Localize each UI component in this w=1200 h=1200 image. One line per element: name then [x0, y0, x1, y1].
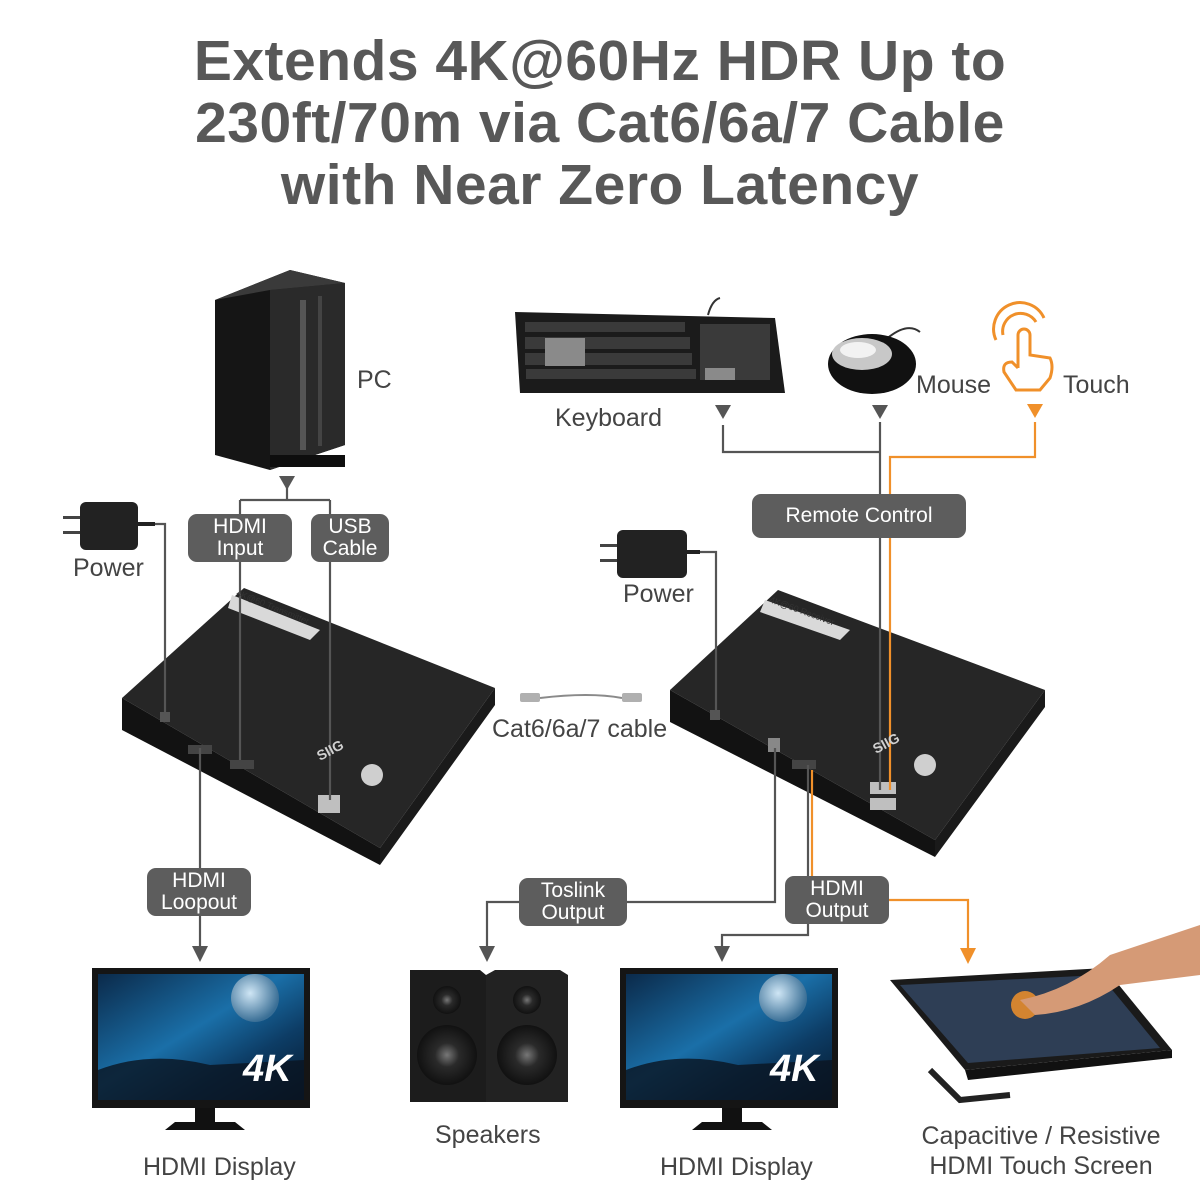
- transmitter-device-icon: [122, 588, 495, 865]
- speakers-icon: [410, 970, 568, 1102]
- speakers-label: Speakers: [435, 1121, 541, 1149]
- touch-hand-icon: [992, 301, 1054, 392]
- touch-screen-label-line2: HDMI Touch Screen: [929, 1152, 1153, 1180]
- power-adapter-left-icon: [63, 502, 155, 550]
- hdmi-output-pill-line1: HDMI: [810, 877, 864, 900]
- touch-screen-icon: [890, 925, 1200, 1104]
- connector-arrows: [192, 405, 888, 962]
- title-line-3: with Near Zero Latency: [280, 153, 920, 217]
- power-left-label: Power: [73, 554, 144, 582]
- touch-arrows: [960, 404, 1043, 964]
- hdmi-output-pill: HDMI Output: [785, 876, 889, 924]
- toslink-output-pill: Toslink Output: [519, 878, 627, 926]
- hdmi-loopout-pill: HDMI Loopout: [147, 868, 251, 916]
- cable-label: Cat6/6a/7 cable: [492, 715, 668, 743]
- toslink-output-pill-line1: Toslink: [540, 879, 606, 902]
- monitor-left-badge: 4K: [243, 1048, 292, 1090]
- cat-cable-icon: [520, 693, 642, 702]
- remote-control-pill: Remote Control: [752, 494, 966, 538]
- hdmi-output-pill-line2: Output: [805, 899, 869, 922]
- monitor-mid-icon: [620, 968, 838, 1130]
- keyboard-label: Keyboard: [555, 404, 663, 432]
- touch-screen-label-line1: Capacitive / Resistive: [921, 1122, 1161, 1150]
- toslink-output-pill-line2: Output: [541, 901, 605, 924]
- monitor-mid-badge: 4K: [770, 1048, 819, 1090]
- title-line-1: Extends 4K@60Hz HDR Up to: [193, 29, 1007, 93]
- hdmi-loopout-pill-line1: HDMI: [172, 869, 226, 892]
- display-left-label: HDMI Display: [143, 1153, 296, 1181]
- pc-label: PC: [357, 366, 392, 394]
- remote-control-pill-text: Remote Control: [785, 504, 933, 527]
- mouse-label: Mouse: [916, 371, 992, 399]
- touch-screen-label: Capacitive / Resistive HDMI Touch Screen: [910, 1121, 1172, 1181]
- display-mid-label: HDMI Display: [660, 1153, 813, 1181]
- receiver-device-icon: [670, 590, 1045, 857]
- hdmi-input-pill: HDMI Input: [188, 514, 292, 562]
- page-title: Extends 4K@60Hz HDR Up to 230ft/70m via …: [0, 30, 1200, 216]
- hdmi-loopout-pill-line2: Loopout: [161, 891, 237, 914]
- usb-cable-pill-line2: Cable: [322, 537, 378, 560]
- touch-label: Touch: [1063, 371, 1130, 399]
- hdmi-input-pill-line2: Input: [216, 537, 264, 560]
- touch-signal-lines: [810, 422, 1037, 950]
- hdmi-input-pill-line1: HDMI: [213, 515, 267, 538]
- usb-cable-pill-line1: USB: [328, 515, 372, 538]
- monitor-left-icon: [92, 968, 310, 1130]
- mouse-icon: [828, 327, 921, 394]
- title-line-2: 230ft/70m via Cat6/6a/7 Cable: [195, 91, 1005, 155]
- keyboard-icon: [515, 297, 785, 393]
- power-right-label: Power: [623, 580, 694, 608]
- usb-cable-pill: USB Cable: [311, 514, 389, 562]
- pc-tower-icon: [215, 270, 345, 470]
- power-adapter-right-icon: [600, 530, 700, 578]
